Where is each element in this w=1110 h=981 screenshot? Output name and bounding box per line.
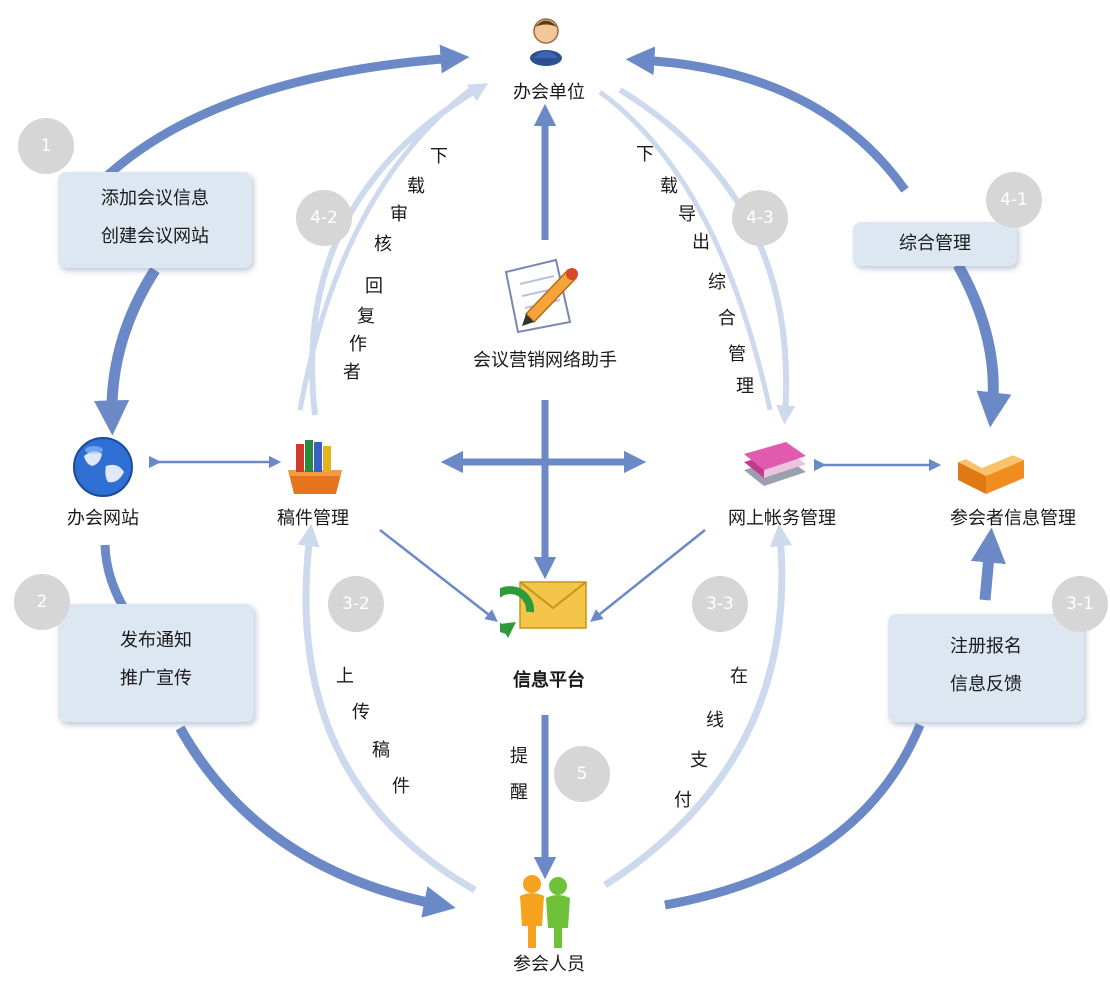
export-char: 下 — [636, 144, 654, 165]
upload-char: 件 — [392, 776, 410, 797]
arrow-accounting-to-platform — [590, 529, 706, 622]
badge-3-3: 3-3 — [692, 576, 748, 632]
arc-right-lower — [970, 527, 1006, 601]
export-char: 综 — [708, 272, 726, 293]
pay-char: 在 — [730, 666, 748, 687]
badge-2: 2 — [14, 574, 70, 630]
attendee-info-label: 参会者信息管理 — [950, 508, 1076, 529]
step2-line1: 发布通知 — [120, 630, 192, 651]
step1-line1: 添加会议信息 — [101, 188, 209, 209]
export-char: 载 — [660, 176, 678, 197]
export-char: 管 — [728, 344, 746, 365]
arc-left-mid — [93, 267, 160, 436]
manuscript-label: 稿件管理 — [277, 508, 349, 529]
remind-char: 提 — [510, 746, 528, 767]
arrow-manuscript-to-platform — [379, 529, 498, 622]
light-arc-top-left-inner — [297, 88, 472, 411]
badge-4-3: 4-3 — [732, 190, 788, 246]
step31-box: 注册报名 信息反馈 — [888, 614, 1084, 722]
arc-right-bottom — [664, 723, 925, 910]
arc-left-top — [105, 44, 470, 179]
pay-char: 线 — [706, 710, 724, 731]
step31-line2: 信息反馈 — [950, 674, 1022, 695]
step2-line2: 推广宣传 — [120, 668, 192, 689]
step31-line1: 注册报名 — [950, 636, 1022, 657]
light-arc-top-right-inner — [598, 89, 773, 411]
step2-box: 发布通知 推广宣传 — [58, 604, 254, 722]
badge-1: 1 — [18, 118, 74, 174]
step41-box: 综合管理 — [853, 222, 1017, 266]
export-char: 理 — [736, 376, 754, 397]
step41-line1: 综合管理 — [899, 233, 971, 254]
review-char: 载 — [407, 176, 425, 197]
upload-char: 上 — [336, 666, 354, 687]
arc-left-bottom — [175, 725, 456, 918]
badge-4-1: 4-1 — [986, 172, 1042, 228]
pay-char: 支 — [690, 750, 708, 771]
pen-document-icon — [504, 258, 578, 334]
review-char: 者 — [343, 362, 361, 383]
envelope-icon — [500, 581, 587, 638]
step1-line2: 创建会议网站 — [101, 226, 209, 247]
globe-icon — [73, 437, 133, 497]
export-char: 合 — [718, 308, 736, 329]
arc-right-top — [625, 46, 909, 193]
attendees-label: 参会人员 — [513, 954, 585, 975]
arc-right-upper — [953, 262, 1012, 428]
badge-3-2: 3-2 — [328, 576, 384, 632]
assistant-label: 会议营销网络助手 — [473, 350, 617, 371]
pay-char: 付 — [674, 790, 692, 811]
light-arc-bottom-left — [297, 523, 477, 894]
accounting-label: 网上帐务管理 — [728, 508, 836, 529]
people-icon — [520, 875, 570, 948]
light-arc-bottom-right — [603, 523, 793, 888]
review-char: 复 — [357, 306, 375, 327]
upload-char: 传 — [352, 702, 370, 723]
export-char: 出 — [692, 232, 710, 253]
person-icon — [530, 18, 562, 66]
organizer-label: 办会单位 — [513, 82, 585, 103]
remind-char: 醒 — [510, 782, 528, 803]
review-char: 作 — [349, 334, 367, 355]
review-char: 核 — [374, 234, 392, 255]
books-icon — [288, 440, 342, 494]
badge-4-2: 4-2 — [296, 190, 352, 246]
website-label: 办会网站 — [67, 508, 139, 529]
badge-3-1: 3-1 — [1052, 576, 1108, 632]
review-char: 下 — [430, 146, 448, 167]
magenta-book-icon — [744, 442, 806, 486]
folder-icon — [958, 446, 1024, 494]
review-char: 审 — [390, 204, 408, 225]
badge-5: 5 — [554, 746, 610, 802]
export-char: 导 — [678, 204, 696, 225]
step1-box: 添加会议信息 创建会议网站 — [58, 172, 252, 268]
platform-label: 信息平台 — [513, 670, 585, 691]
review-char: 回 — [365, 276, 383, 297]
upload-char: 稿 — [372, 740, 390, 761]
